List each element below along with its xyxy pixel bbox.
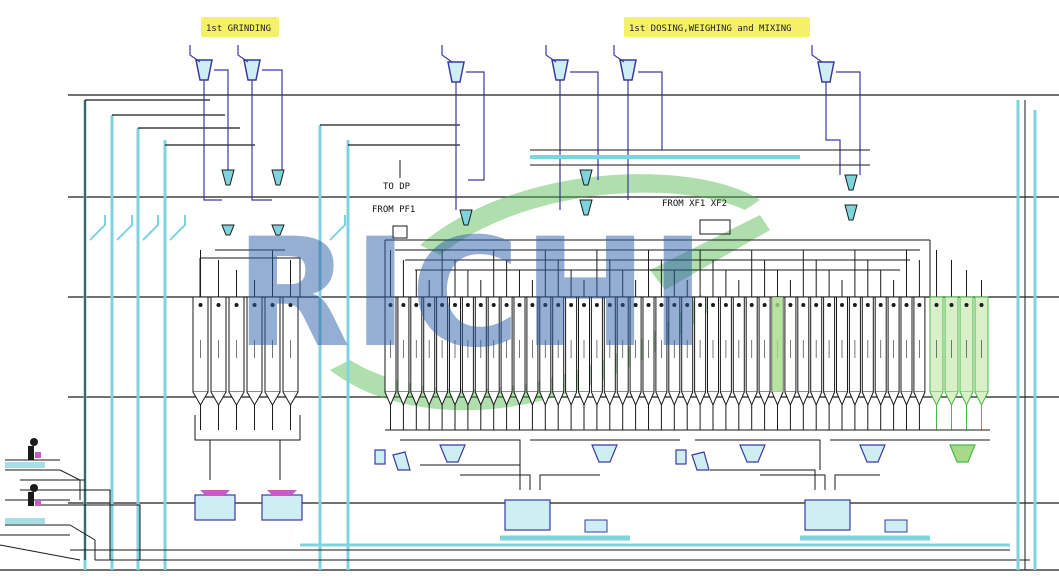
storage-bin xyxy=(784,296,797,407)
cyclones xyxy=(195,59,835,83)
storage-bin xyxy=(959,296,974,407)
storage-bin xyxy=(797,296,810,407)
storage-bin xyxy=(210,296,227,407)
bin-feeders xyxy=(200,405,982,430)
storage-bin xyxy=(590,296,603,407)
storage-bin xyxy=(745,296,758,407)
storage-bin xyxy=(719,296,732,407)
storage-bin xyxy=(758,296,771,407)
grinders xyxy=(194,490,303,521)
storage-bin xyxy=(681,296,694,407)
storage-bin xyxy=(900,296,913,407)
storage-bin xyxy=(944,296,959,407)
operator-figures xyxy=(5,438,45,524)
dosing-label: 1st DOSING,WEIGHING and MIXING xyxy=(629,24,792,34)
storage-bin xyxy=(264,296,281,407)
left-elevator-heads xyxy=(84,99,460,560)
storage-bin xyxy=(397,296,410,407)
storage-bin xyxy=(513,296,526,407)
storage-bin xyxy=(461,296,474,407)
right-elevators xyxy=(1016,100,1037,570)
storage-bin xyxy=(192,296,209,407)
storage-bin xyxy=(913,296,926,407)
storage-bin xyxy=(810,296,823,407)
storage-bin xyxy=(228,296,245,407)
storage-bin xyxy=(616,296,629,407)
grinding-bins xyxy=(192,296,299,407)
from-xf-label: FROM XF1 XF2 xyxy=(662,199,727,209)
storage-bin xyxy=(732,296,745,407)
left-screw-feeders xyxy=(89,215,346,241)
pipe-runs xyxy=(203,69,861,210)
grinding-distributors xyxy=(221,169,285,236)
cyclone-stems xyxy=(189,45,823,63)
storage-bin xyxy=(823,296,836,407)
upper-conveyor xyxy=(530,149,870,166)
storage-bin xyxy=(526,296,539,407)
bottom-conveyors xyxy=(70,543,1030,561)
storage-bin xyxy=(668,296,681,407)
storage-bin xyxy=(603,296,616,407)
lower-collection xyxy=(194,415,990,490)
grinding-label-group: 1st GRINDING xyxy=(201,17,279,37)
inlet-boxes xyxy=(392,160,731,239)
storage-bin xyxy=(410,296,423,407)
dosing-label-group: 1st DOSING,WEIGHING and MIXING xyxy=(624,17,810,37)
storage-bin xyxy=(929,296,944,407)
storage-bin xyxy=(848,296,861,407)
storage-bin xyxy=(246,296,263,407)
extra-bins xyxy=(929,296,989,407)
dosing-distributors xyxy=(459,169,858,226)
to-dp-label: TO DP xyxy=(383,182,411,192)
logo-watermark: RICHI xyxy=(235,207,708,381)
from-pf1-label: FROM PF1 xyxy=(372,205,415,215)
storage-bin xyxy=(552,296,565,407)
storage-bin xyxy=(707,296,719,407)
storage-bin xyxy=(539,296,552,407)
grinding-label: 1st GRINDING xyxy=(206,24,271,34)
storage-bin xyxy=(487,296,500,407)
manifold-drops xyxy=(200,250,982,297)
bin-manifolds xyxy=(199,239,931,297)
storage-bin xyxy=(474,296,487,407)
left-platforms xyxy=(0,459,141,561)
dosing-bins xyxy=(384,296,926,407)
storage-bin xyxy=(629,296,642,407)
storage-bin xyxy=(974,296,989,407)
storage-bin xyxy=(887,296,900,407)
highlighted-bin xyxy=(772,297,783,392)
storage-bin xyxy=(861,296,874,407)
storage-bin xyxy=(874,296,887,407)
separators xyxy=(374,449,710,471)
weigh-hoppers xyxy=(439,444,976,463)
mixers xyxy=(500,499,930,541)
storage-bin xyxy=(836,296,848,407)
